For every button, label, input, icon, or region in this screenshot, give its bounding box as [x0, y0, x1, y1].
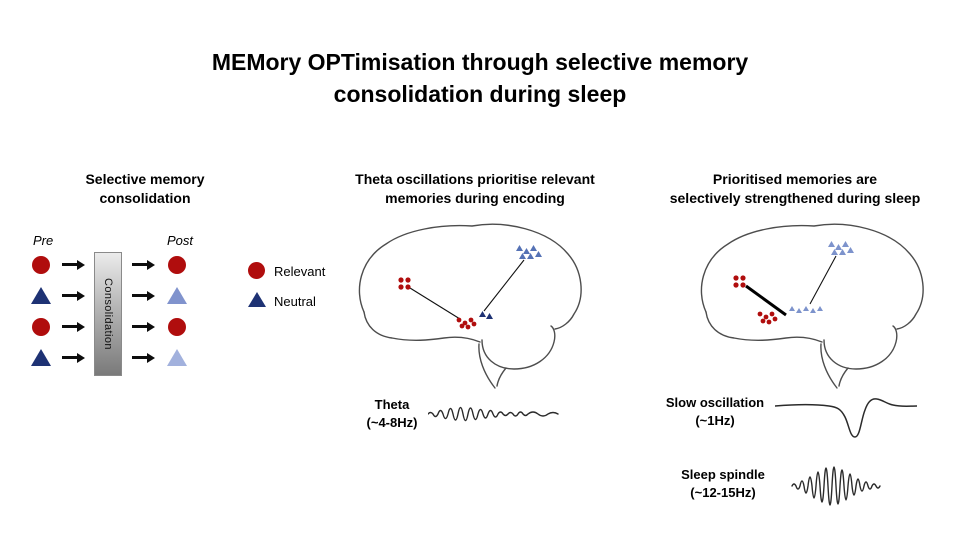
relevant-dots-cortex	[398, 277, 411, 290]
neutral-triangles-cortex	[828, 241, 854, 255]
neutral-triangles-cortex	[516, 245, 542, 259]
post-relevant-circle-1	[168, 256, 186, 274]
consolidation-label: Consolidation	[102, 278, 114, 350]
pre-relevant-circle-1	[32, 256, 50, 274]
left-heading-line1: Selective memory	[85, 171, 205, 187]
middle-heading-line2: memories during encoding	[385, 189, 565, 206]
pre-label: Pre	[33, 233, 54, 248]
theta-wave-trace	[428, 406, 559, 422]
theta-label-line1: Theta	[374, 397, 410, 412]
post-label: Post	[167, 233, 194, 248]
slow-oscillation-trace	[775, 398, 917, 438]
connection-line-neutral	[483, 259, 525, 312]
right-heading-line2: selectively strengthened during sleep	[669, 189, 921, 206]
neutral-triangles-hippocampus	[789, 306, 823, 313]
neutral-triangles-hippocampus	[479, 311, 493, 319]
consolidation-box: Consolidation	[94, 252, 122, 376]
relevant-dots-hippocampus	[757, 311, 778, 325]
middle-panel-heading: Theta oscillations prioritise relevant m…	[330, 170, 620, 208]
legend-neutral-label: Neutral	[274, 294, 316, 309]
sleep-spindle-label-line1: Sleep spindle	[681, 467, 765, 482]
post-neutral-triangle-faded-2	[167, 349, 187, 366]
pre-neutral-triangle-1	[31, 287, 51, 304]
relevant-dots-hippocampus	[456, 317, 477, 330]
slow-oscillation-label-line1: Slow oscillation	[665, 395, 765, 410]
page-title-line1: MEMory OPTimisation through selective me…	[211, 49, 749, 75]
right-panel-heading: Prioritised memories are selectively str…	[640, 170, 950, 208]
arrow-right-icon	[62, 259, 85, 271]
page-title: MEMory OPTimisation through selective me…	[0, 46, 960, 110]
connection-line-relevant	[409, 287, 461, 320]
strengthened-connection-line-relevant	[745, 284, 787, 317]
sleep-spindle-label: Sleep spindle (~12-15Hz)	[648, 466, 798, 501]
theta-label-line2: (~4-8Hz)	[366, 414, 418, 430]
brain-outline	[358, 223, 582, 389]
left-heading-line2: consolidation	[99, 189, 191, 206]
post-relevant-circle-2	[168, 318, 186, 336]
sleep-spindle-trace	[791, 466, 881, 506]
middle-heading-line1: Theta oscillations prioritise relevant	[355, 171, 595, 187]
arrow-right-icon	[132, 290, 155, 302]
page-title-line2: consolidation during sleep	[333, 81, 627, 108]
connection-line-neutral	[809, 255, 837, 305]
legend-neutral-icon	[248, 292, 266, 307]
legend-relevant-icon	[248, 262, 265, 279]
pre-neutral-triangle-2	[31, 349, 51, 366]
right-heading-line1: Prioritised memories are	[712, 171, 878, 187]
slow-oscillation-label-line2: (~1Hz)	[695, 412, 735, 428]
pre-relevant-circle-2	[32, 318, 50, 336]
post-neutral-triangle-faded-1	[167, 287, 187, 304]
arrow-right-icon	[132, 259, 155, 271]
arrow-right-icon	[132, 352, 155, 364]
relevant-dots-cortex	[733, 275, 746, 288]
slow-oscillation-label: Slow oscillation (~1Hz)	[640, 394, 790, 429]
brain-encoding-illustration	[358, 223, 582, 389]
left-panel-heading: Selective memory consolidation	[45, 170, 245, 208]
theta-wave-label: Theta (~4-8Hz)	[352, 396, 432, 431]
arrow-right-icon	[132, 321, 155, 333]
brain-sleep-illustration	[700, 223, 924, 389]
sleep-spindle-label-line2: (~12-15Hz)	[690, 484, 756, 500]
arrow-right-icon	[62, 290, 85, 302]
brain-outline	[700, 223, 924, 389]
arrow-right-icon	[62, 321, 85, 333]
legend-relevant-label: Relevant	[274, 264, 326, 279]
arrow-right-icon	[62, 352, 85, 364]
